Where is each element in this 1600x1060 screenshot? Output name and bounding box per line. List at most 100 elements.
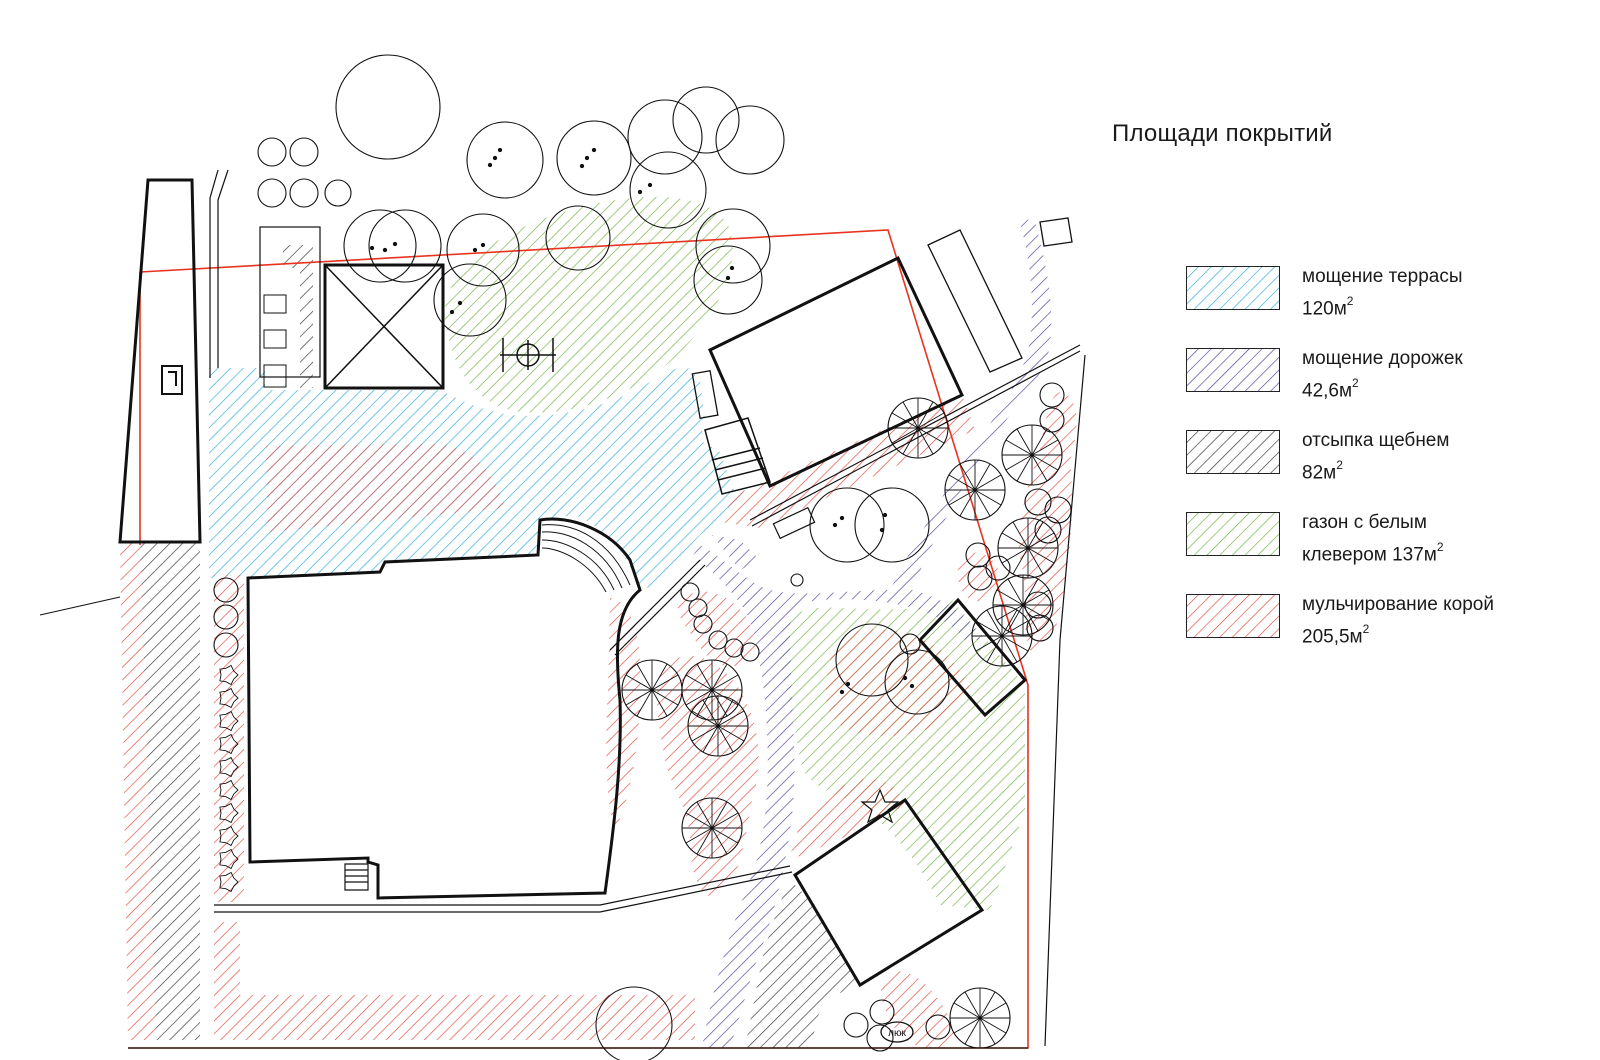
tree-seed-dot <box>902 675 908 681</box>
tree-seed-dot <box>487 162 493 168</box>
tree-seed-dot <box>480 242 486 248</box>
tree-seed-dot <box>382 247 388 253</box>
tree-seed-dot <box>637 189 643 195</box>
garage-annex <box>704 417 771 495</box>
tree-seed-dot <box>497 147 503 153</box>
shed-box <box>1039 217 1073 247</box>
west-outbuilding-entry <box>161 365 183 395</box>
tree-canopy <box>433 263 507 337</box>
tree-seed-dot <box>369 245 375 251</box>
legend-swatch-paths <box>1186 348 1280 392</box>
tree-seed-dot <box>832 522 838 528</box>
deciduous-tree-symbol <box>887 397 949 459</box>
mulch-trees-east <box>957 552 1000 602</box>
mulch-south-bed <box>214 922 695 1040</box>
deciduous-tree-symbol <box>949 987 1011 1049</box>
legend-unit-sup: 2 <box>1346 294 1354 308</box>
tree-seed-dot <box>591 147 597 153</box>
shed-strip <box>927 229 1023 373</box>
tree-canopy <box>466 121 544 199</box>
tree-canopy <box>854 487 930 563</box>
tree-canopy <box>695 208 771 284</box>
deciduous-tree-symbol <box>621 659 683 721</box>
east-pavilion <box>917 597 1028 718</box>
tree-seed-dot <box>472 247 478 253</box>
hedge-rosettes <box>219 664 239 893</box>
tree-seed-dot <box>839 515 845 521</box>
deciduous-tree-symbol <box>687 695 749 757</box>
south-pavilion <box>792 797 985 988</box>
barbecue-cell-3 <box>263 364 287 388</box>
tree-seed-dot <box>882 512 888 518</box>
terrace-stairs <box>541 524 631 593</box>
tree-canopy <box>627 99 703 175</box>
legend-item-paths: мощение дорожек 42,6м2 <box>1186 346 1586 416</box>
tree-canopy <box>545 205 611 271</box>
tree-seed-dot <box>839 689 845 695</box>
legend-item-terrace: мощение террасы 120м2 <box>1186 264 1586 334</box>
deciduous-tree-symbol <box>997 517 1059 579</box>
buildings <box>39 169 1086 1049</box>
tree-canopy <box>368 209 442 283</box>
west-outbuilding <box>118 178 202 544</box>
tree-seed-dot <box>457 300 463 306</box>
mulch-hedge-strip <box>214 575 244 902</box>
hedge-shrub-symbol <box>219 825 239 847</box>
deciduous-tree-symbol <box>681 659 743 721</box>
tree-seed-dot <box>647 182 653 188</box>
tree-canopy <box>343 209 417 283</box>
mulch-south-east-bed <box>880 971 954 1049</box>
surface-areas <box>120 196 1077 1049</box>
tree-canopy <box>693 245 763 315</box>
tree-canopy <box>672 86 740 154</box>
legend-label: мощение террасы <box>1302 266 1463 287</box>
legend-swatch-mulch <box>1186 594 1280 638</box>
tree-canopy <box>556 120 632 196</box>
tree-seed-dot <box>392 241 398 247</box>
mulch-shrub-cluster <box>677 591 756 667</box>
tree-canopy <box>595 986 673 1060</box>
legend-swatch-gravel <box>1186 430 1280 474</box>
tree-seed-dot <box>725 275 731 281</box>
west-access-line <box>39 596 121 616</box>
mulch-east-of-house <box>606 598 641 830</box>
legend-title: Площади покрытий <box>1112 120 1333 147</box>
legend-label: мульчирование корой <box>1302 594 1494 615</box>
tree-canopy <box>835 623 909 697</box>
legend-swatch-terrace <box>1186 266 1280 310</box>
legend-unit-sup: 2 <box>1436 540 1444 554</box>
tree-seed-dot <box>579 163 585 169</box>
tree-seed-dot <box>492 155 498 161</box>
play-element <box>500 338 556 372</box>
deciduous-tree-symbol <box>1001 424 1063 486</box>
east-boundary-fence <box>1044 354 1086 1047</box>
path-paving-right <box>690 218 1052 1048</box>
hedge-shrub-symbol <box>219 802 239 824</box>
tree-seed-dot <box>584 155 590 161</box>
gravel-area-south <box>745 880 860 1048</box>
walkway-diagonal <box>609 559 706 656</box>
hedge-shrub-symbol <box>219 733 239 755</box>
tree-seed-dot <box>879 527 885 533</box>
legend-label: мощение дорожек <box>1302 348 1463 369</box>
gazebo <box>323 263 445 390</box>
legend-item-lawn: газон с белым клевером 137м2 <box>1186 510 1586 580</box>
tree-seed-dot <box>909 683 915 689</box>
tree-seed-dot <box>845 681 851 687</box>
small-marker <box>790 573 804 587</box>
star-marker <box>860 788 900 824</box>
barbecue-cell-1 <box>263 294 287 314</box>
gravel-strip-west <box>140 542 200 1040</box>
hedge-shrub-symbol <box>219 664 239 686</box>
legend-swatch-lawn <box>1186 512 1280 556</box>
garage-building <box>708 255 964 489</box>
tree-seed-dot <box>449 309 455 315</box>
path-paving-stairs <box>712 535 760 570</box>
barbecue-block <box>259 226 321 378</box>
legend-label: отсыпка щебнем <box>1302 430 1450 451</box>
legend-label: газон с белым <box>1302 512 1427 533</box>
legend-area: 82м <box>1302 462 1337 484</box>
legend-item-gravel: отсыпка щебнем 82м2 <box>1186 428 1586 498</box>
mulch-terrace-bed <box>266 444 505 532</box>
